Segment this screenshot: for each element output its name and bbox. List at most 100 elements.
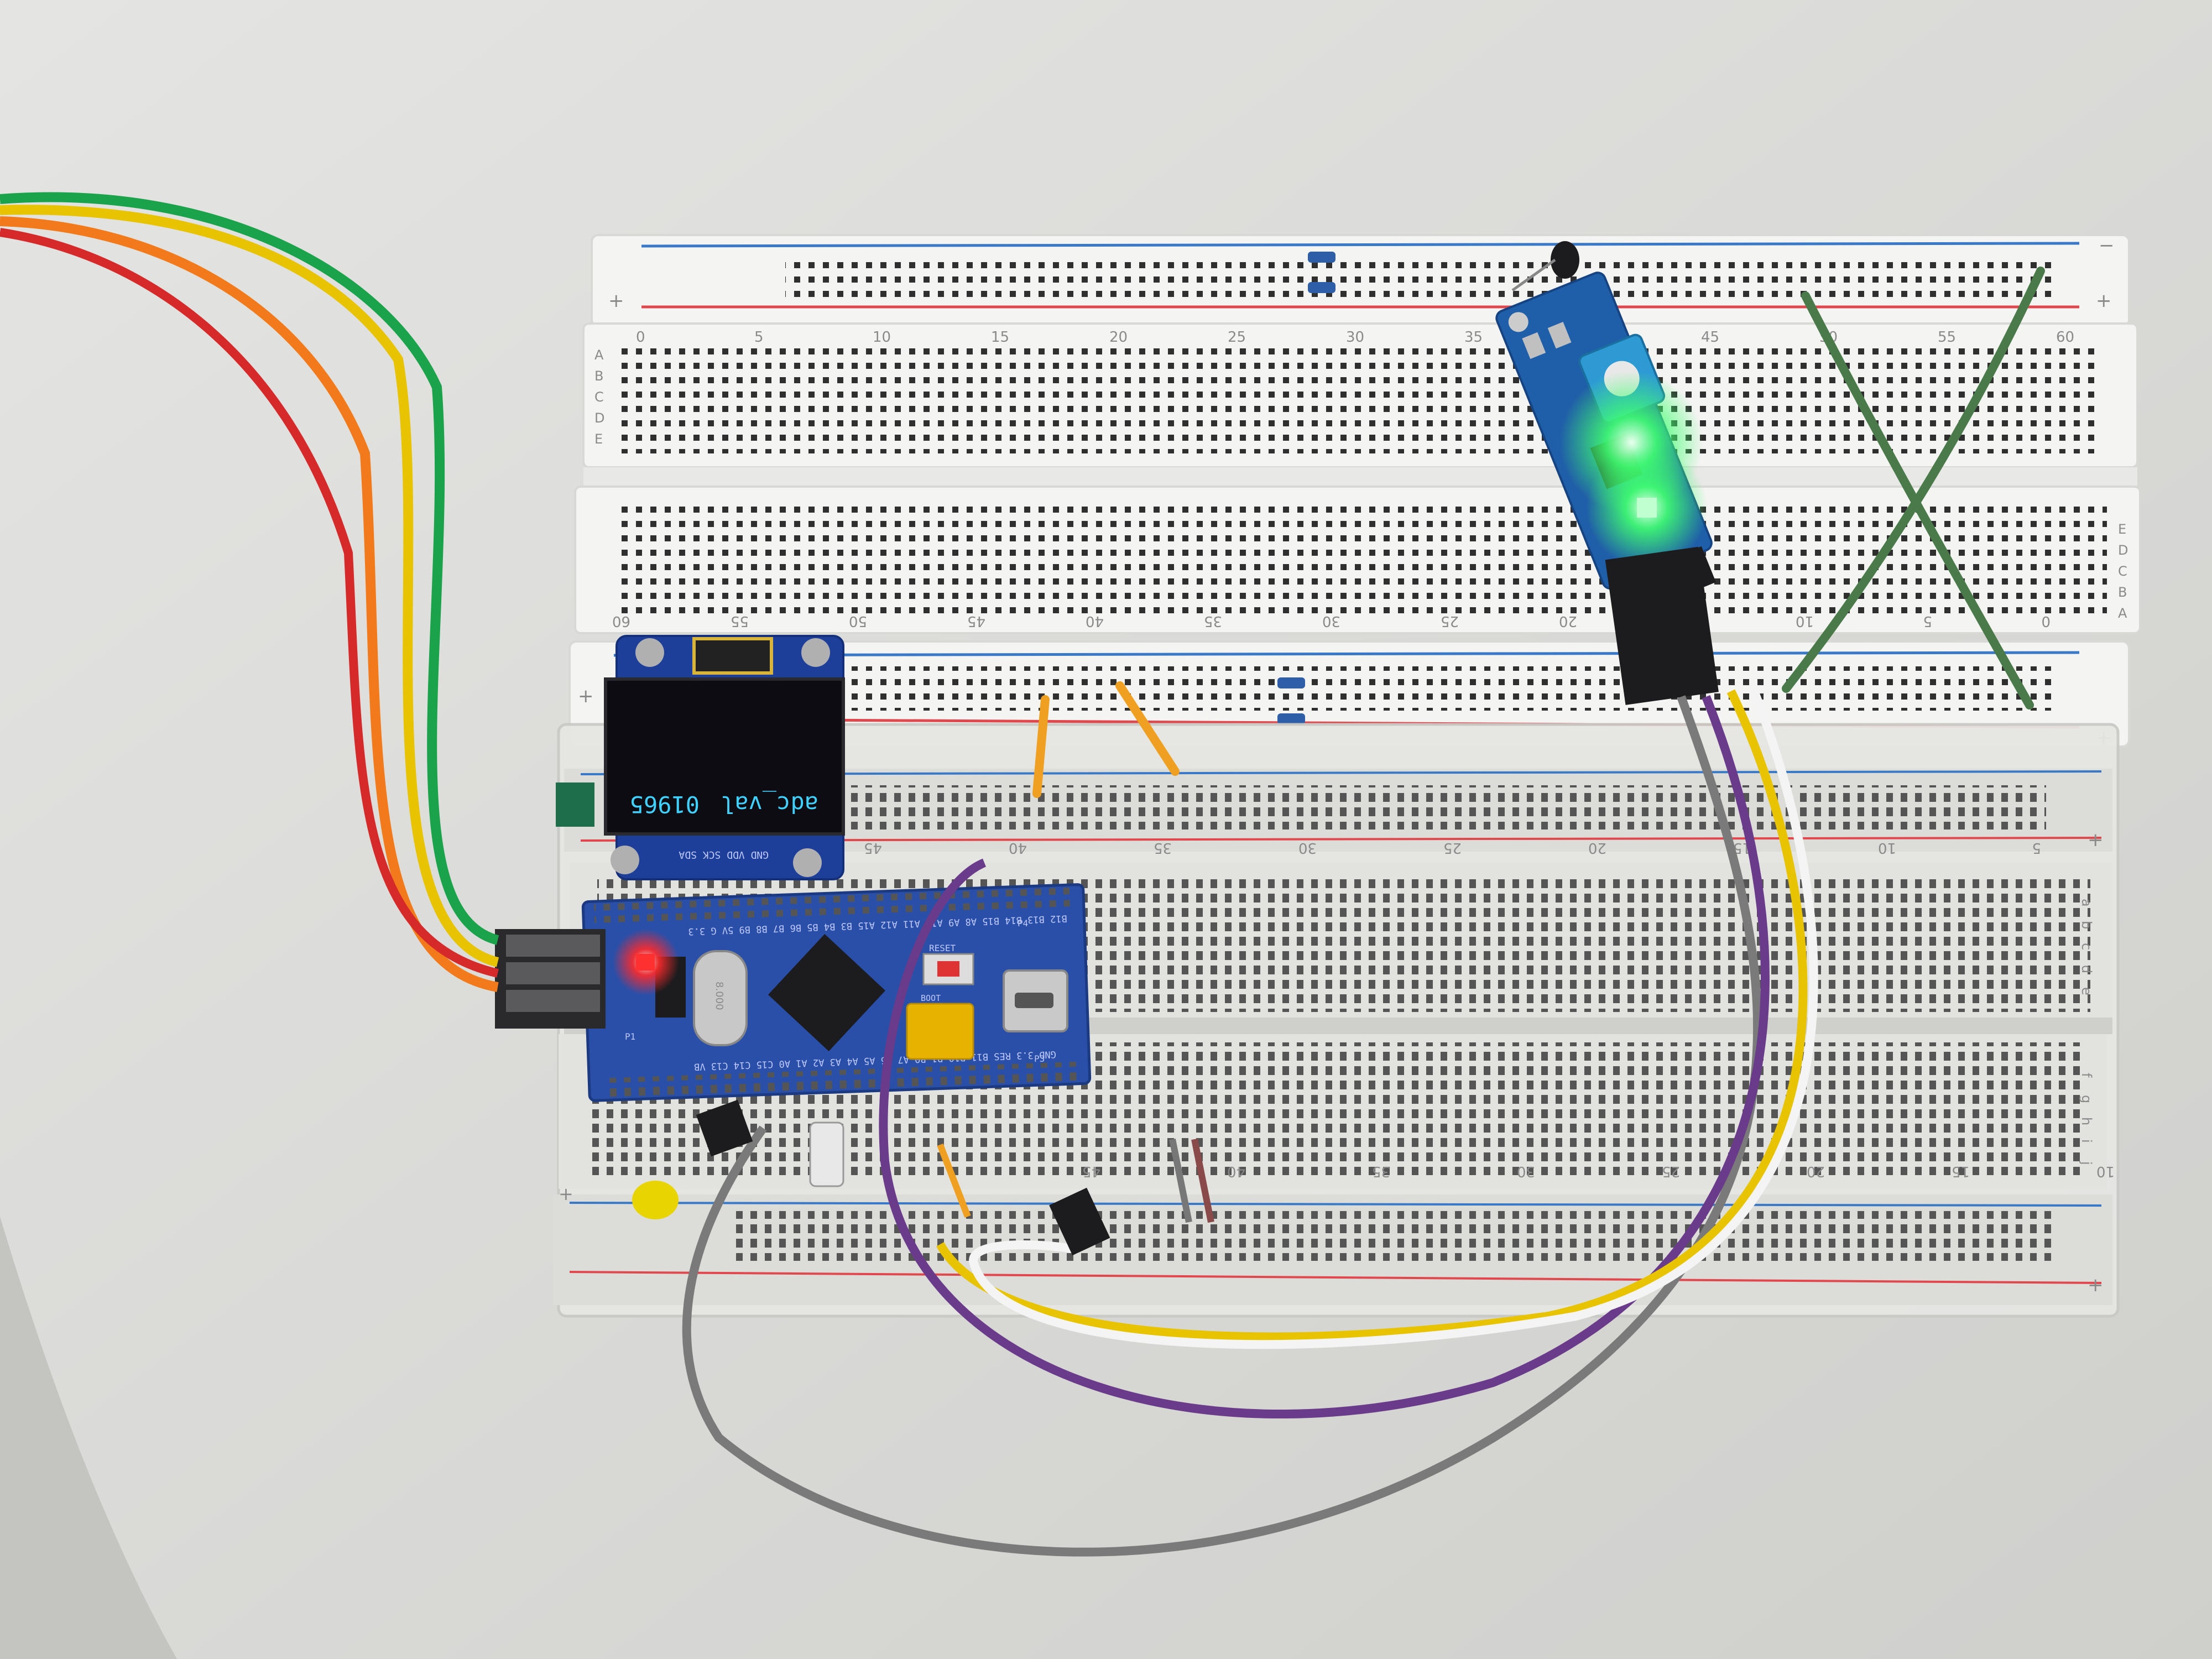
yellow-wire xyxy=(0,205,499,967)
svg-text:+: + xyxy=(608,290,624,312)
svg-text:+: + xyxy=(578,685,594,707)
column-number: 20 xyxy=(1109,329,1128,346)
orange-jumper-2 xyxy=(1115,681,1180,776)
column-number: 55 xyxy=(1938,329,1956,346)
column-number: 35 xyxy=(1204,613,1222,629)
p3-label: P3 xyxy=(1034,1053,1045,1064)
column-number: 60 xyxy=(612,613,630,629)
row-letter: E xyxy=(2118,521,2126,537)
resistor-lead-1 xyxy=(1169,1138,1192,1223)
yellow-led xyxy=(632,1181,679,1219)
svg-text:+: + xyxy=(2096,290,2112,312)
sensor-status-led xyxy=(1637,498,1657,518)
row-letter: i xyxy=(2079,1139,2094,1143)
table-edge-shadow xyxy=(0,1217,177,1659)
p4-label: P4 xyxy=(1018,918,1028,928)
row-letter: C xyxy=(2118,564,2127,579)
gray-wire xyxy=(682,695,1762,1557)
reset-button-cap xyxy=(937,961,959,977)
row-letter: d xyxy=(2079,965,2094,973)
row-letter: j xyxy=(2079,1161,2094,1165)
row-letter: C xyxy=(594,389,604,405)
row-letter: f xyxy=(2079,1073,2094,1078)
column-number: 35 xyxy=(1464,329,1483,346)
column-number: 30 xyxy=(1298,839,1317,856)
row-letter: B xyxy=(2118,585,2127,600)
reset-label: RESET xyxy=(929,943,956,953)
boot-jumpers xyxy=(906,1003,974,1060)
column-number: 15 xyxy=(991,329,1009,346)
green-wire xyxy=(0,192,499,945)
column-number: 55 xyxy=(731,613,749,629)
green-jumper-b xyxy=(1782,267,2045,693)
svg-text:−: − xyxy=(2099,234,2115,257)
white-wire xyxy=(968,687,1818,1349)
small-connector xyxy=(696,1099,753,1157)
orange-jumper-1 xyxy=(1032,695,1050,798)
crystal xyxy=(693,950,748,1046)
mcu-chip xyxy=(768,933,886,1052)
column-number: 40 xyxy=(1227,1163,1245,1180)
resistor-lead-2 xyxy=(1191,1138,1214,1223)
power-led xyxy=(636,954,655,971)
column-number: 5 xyxy=(1923,613,1932,629)
p1-label: P1 xyxy=(625,1031,635,1042)
swd-connector xyxy=(495,929,606,1029)
column-number: 20 xyxy=(1588,839,1606,856)
row-letter: E xyxy=(594,431,603,447)
crystal-label: 8.000 xyxy=(713,982,725,1010)
row-letter: b xyxy=(2079,921,2094,929)
column-number: 20 xyxy=(1807,1163,1825,1180)
column-number: 45 xyxy=(1082,1163,1100,1180)
small-header xyxy=(1049,1187,1110,1256)
oled-screen xyxy=(604,677,845,836)
column-number: 60 xyxy=(2056,329,2074,346)
column-number: 35 xyxy=(1154,839,1172,856)
row-letter: B xyxy=(594,368,603,384)
column-number: 30 xyxy=(1346,329,1364,346)
row-letter: A xyxy=(2118,606,2127,621)
sensor-dupont-housing xyxy=(1605,546,1719,705)
row-letter: D xyxy=(2118,542,2128,558)
column-number: 45 xyxy=(864,839,882,856)
column-number: 40 xyxy=(1086,613,1104,629)
column-number: 25 xyxy=(1662,1163,1680,1180)
thermistor-bead xyxy=(1551,241,1579,279)
column-number: 30 xyxy=(1322,613,1340,629)
row-letter: a xyxy=(2079,899,2094,907)
column-number: 10 xyxy=(873,329,891,346)
column-number: 10 xyxy=(1878,839,1896,856)
column-number: 30 xyxy=(1517,1163,1535,1180)
column-number: 0 xyxy=(2041,613,2051,629)
svg-text:+: + xyxy=(559,1183,573,1204)
column-number: 10 xyxy=(1796,613,1814,629)
oled-label: adc_val xyxy=(721,791,818,818)
svg-text:+: + xyxy=(2088,829,2104,851)
column-number: 15 xyxy=(1952,1163,1970,1180)
column-number: 50 xyxy=(849,613,867,629)
column-number: 5 xyxy=(2032,839,2041,856)
oled-header-label: GND VDD SCK SDA xyxy=(679,849,769,860)
row-letter: c xyxy=(2079,943,2094,950)
boot-label: BOOT xyxy=(921,993,941,1003)
purple-wire xyxy=(879,695,1770,1419)
small-switch xyxy=(809,1121,844,1187)
green-jumper-a xyxy=(1801,291,2034,709)
orange-jumper-3 xyxy=(937,1143,971,1218)
column-number: 35 xyxy=(1372,1163,1390,1180)
mcu-board: B12 B13 B14 B15 A8 A9 A10 A11 A12 A15 B3… xyxy=(581,883,1092,1102)
row-letter: e xyxy=(2079,987,2094,995)
row-letter: h xyxy=(2079,1117,2094,1125)
row-letter: g xyxy=(2079,1095,2094,1103)
column-number: 0 xyxy=(636,329,645,346)
column-number: 20 xyxy=(1559,613,1577,629)
oled-value: 01965 xyxy=(630,791,700,818)
row-letter: A xyxy=(594,347,604,363)
oled-display-module: adc_val 01965 GND VDD SCK SDA xyxy=(604,635,845,880)
column-number: 25 xyxy=(1443,839,1462,856)
yellow-sensor-wire xyxy=(936,689,1808,1342)
